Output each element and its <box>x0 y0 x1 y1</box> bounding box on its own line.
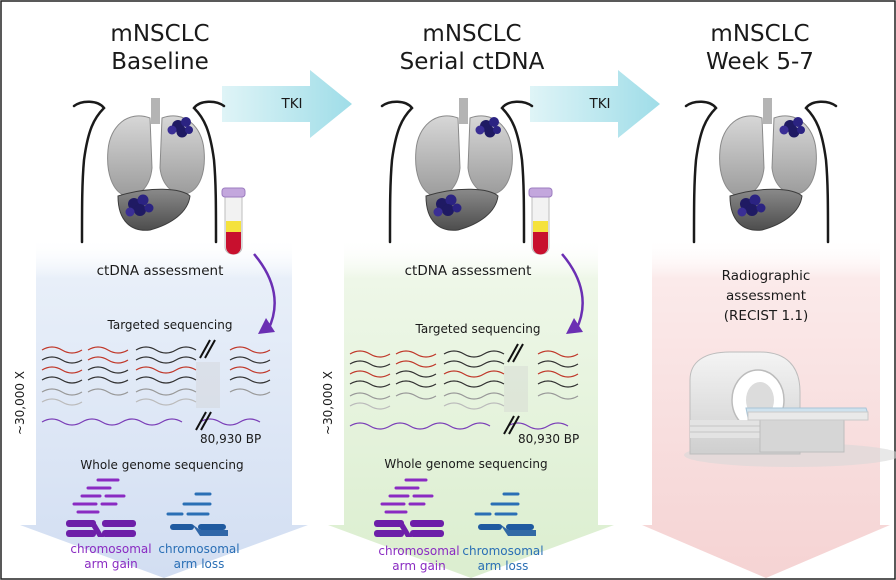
radiographic-assessment-label: Radiographic assessment (RECIST 1.1) <box>721 268 811 324</box>
loss-label-1: chromosomal arm loss <box>158 542 240 571</box>
curved-arrow-1 <box>253 253 276 331</box>
bp-label-1: 80,930 BP <box>200 432 262 446</box>
wgs-label-2: Whole genome sequencing <box>384 457 548 471</box>
panel3-title-line2: Week 5-7 <box>706 49 814 75</box>
chromosome-loss-icon <box>166 492 228 536</box>
torso-organs-icon-3 <box>684 96 838 244</box>
chromosome-gain-icon <box>66 478 136 537</box>
panel2-title-line1: mNSCLC <box>422 21 522 47</box>
blood-tube-icon-2 <box>528 187 553 255</box>
panel2-title: mNSCLC Serial ctDNA <box>362 20 582 76</box>
sequencing-reads-graphic <box>41 339 271 431</box>
tki-label-1: TKI <box>281 96 303 112</box>
curved-arrow-2 <box>561 253 584 331</box>
torso-organs-icon-2 <box>380 96 534 244</box>
ctdna-assessment-label-1: ctDNA assessment <box>96 263 224 279</box>
gain-label-2: chromosomal arm gain <box>378 544 460 573</box>
tki-arrow-1 <box>222 70 352 138</box>
panel1-title: mNSCLC Baseline <box>60 20 260 76</box>
bp-label-2: 80,930 BP <box>518 432 580 446</box>
panel3-title-line1: mNSCLC <box>710 21 810 47</box>
panel1-background-arrow <box>20 238 308 578</box>
panel1-title-line2: Baseline <box>111 49 209 75</box>
ct-scanner-icon <box>684 351 896 467</box>
panel2-title-line2: Serial ctDNA <box>399 49 545 75</box>
depth-label-2: ~30,000 X <box>321 370 335 436</box>
ctdna-assessment-label-2: ctDNA assessment <box>404 263 532 279</box>
panel2-background-arrow <box>328 238 614 578</box>
wgs-label-1: Whole genome sequencing <box>80 458 244 472</box>
panel3-title: mNSCLC Week 5-7 <box>660 20 860 76</box>
loss-label-2: chromosomal arm loss <box>462 544 544 573</box>
tki-label-2: TKI <box>589 96 611 112</box>
torso-organs-icon <box>72 98 226 244</box>
targeted-sequencing-label-1: Targeted sequencing <box>107 318 233 332</box>
gain-label-1: chromosomal arm gain <box>70 542 152 571</box>
targeted-sequencing-label-2: Targeted sequencing <box>415 322 541 336</box>
tki-arrow-2 <box>530 70 660 138</box>
depth-label-1: ~30,000 X <box>13 370 27 436</box>
blood-tube-icon <box>221 187 246 255</box>
panel1-title-line1: mNSCLC <box>110 21 210 47</box>
